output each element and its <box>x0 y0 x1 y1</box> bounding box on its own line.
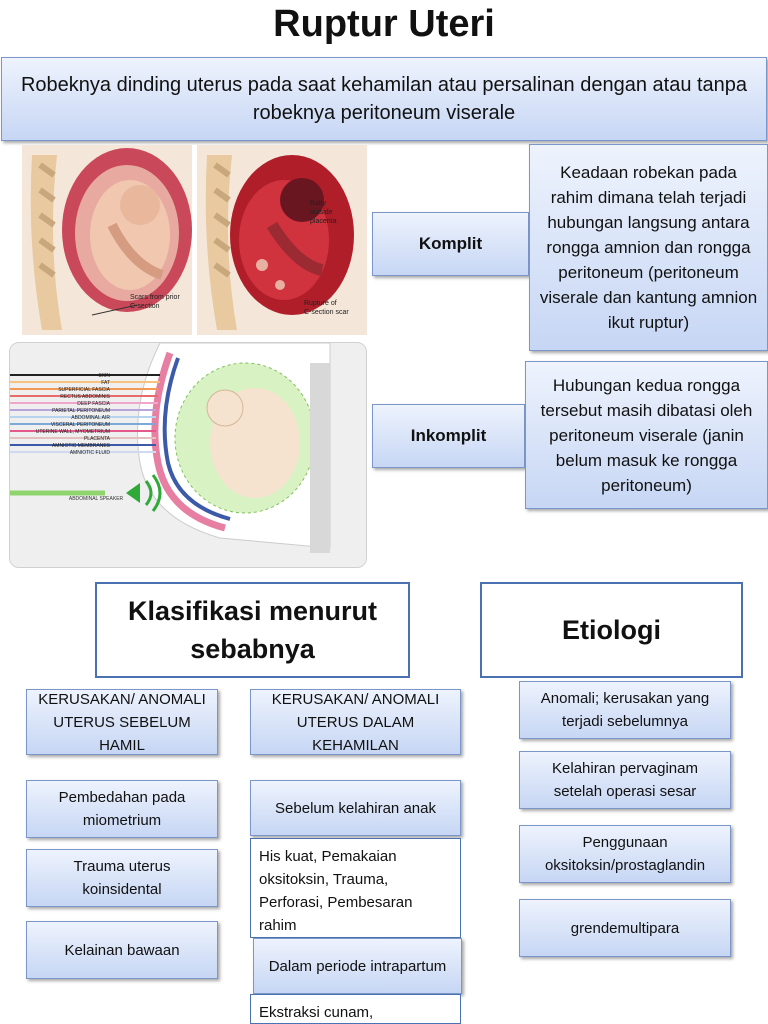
layer-label: AMNIOTIC MEMBRANES <box>51 443 110 449</box>
layer-label: SKIN <box>98 373 110 379</box>
layer-label: UTERINE WALL, MYOMETRIUM <box>35 429 110 435</box>
col1-item: Pembedahan pada miometrium <box>26 780 218 838</box>
col1-item: Kelainan bawaan <box>26 921 218 979</box>
classification-heading: Klasifikasi menurut sebabnya <box>95 582 410 678</box>
layer-label: ABDOMINAL AIR <box>71 415 110 421</box>
col2-sub2: Dalam periode intrapartum <box>253 938 462 994</box>
col1-header: KERUSAKAN/ ANOMALI UTERUS SEBELUM HAMIL <box>26 689 218 755</box>
type-inkomplit-description: Hubungan kedua rongga tersebut masih dib… <box>525 361 768 509</box>
layer-label: RECTUS ABDOMINIS <box>60 394 110 400</box>
svg-text:placenta: placenta <box>310 218 337 225</box>
etiology-heading: Etiologi <box>480 582 743 678</box>
layer-label: PLACENTA <box>83 436 110 442</box>
col2-sub1-detail: His kuat, Pemakaian oksitoksin, Trauma, … <box>250 838 461 938</box>
svg-text:Baby: Baby <box>310 200 326 207</box>
uterine-rupture-illustration: Scars from prior C-section Baby outside … <box>22 145 367 335</box>
etiology-item: Penggunaan oksitoksin/prostaglandin <box>519 825 731 883</box>
svg-text:C-section scar: C-section scar <box>304 309 349 316</box>
col1-item: Trauma uterus koinsidental <box>26 849 218 907</box>
layer-label: SUPERFICIAL FASCIA <box>58 387 110 393</box>
etiology-item: grendemultipara <box>519 899 731 957</box>
svg-text:Scars from prior: Scars from prior <box>130 294 180 301</box>
col2-sub1: Sebelum kelahiran anak <box>250 780 461 836</box>
type-inkomplit-label: Inkomplit <box>372 404 525 468</box>
layer-label: VISCERAL PERITONEUM <box>50 422 110 428</box>
etiology-item: Kelahiran pervaginam setelah operasi ses… <box>519 751 731 809</box>
svg-text:Rupture of: Rupture of <box>304 300 337 307</box>
layer-label: FAT <box>101 380 110 386</box>
page-title: Ruptur Uteri <box>273 3 495 45</box>
layer-label: AMNIOTIC FLUID <box>69 450 110 456</box>
type-komplit-description: Keadaan robekan pada rahim dimana telah … <box>529 144 768 351</box>
etiology-item: Anomali; kerusakan yang terjadi sebelumn… <box>519 681 731 739</box>
definition-box: Robeknya dinding uterus pada saat kehami… <box>1 57 767 141</box>
type-komplit-label: Komplit <box>372 212 529 276</box>
col2-sub2-detail: Ekstraksi cunam, <box>250 994 461 1024</box>
svg-text:outside: outside <box>310 209 333 216</box>
svg-text:C-section: C-section <box>130 303 160 310</box>
speaker-label: ABDOMINAL SPEAKER <box>68 496 124 502</box>
layer-label: DEEP FASCIA <box>77 401 110 407</box>
col2-header: KERUSAKAN/ ANOMALI UTERUS DALAM KEHAMILA… <box>250 689 461 755</box>
layer-label: PARIETAL PERITONEUM <box>52 408 110 414</box>
